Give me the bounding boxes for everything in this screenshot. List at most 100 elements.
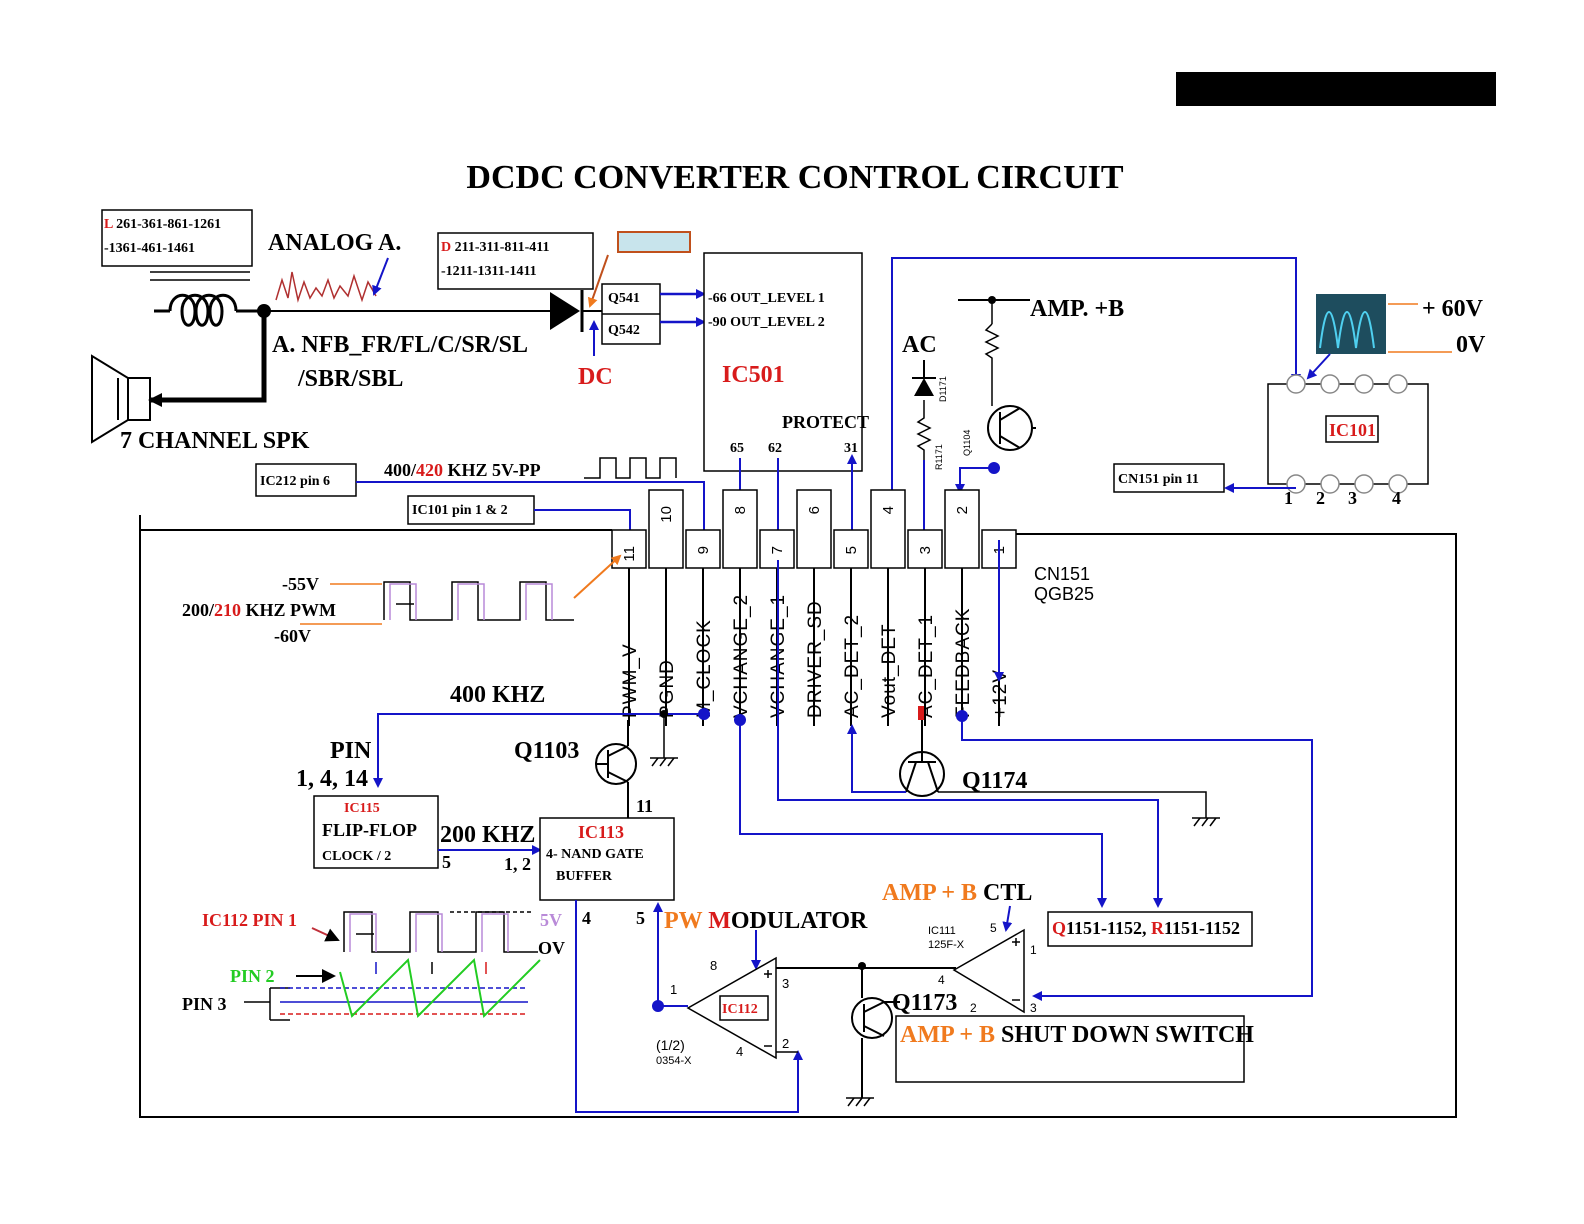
connector-pin-number: 7 <box>769 546 786 554</box>
svg-text:FLIP-FLOP: FLIP-FLOP <box>322 820 417 840</box>
pin2-label: PIN 2 <box>230 966 275 986</box>
connector-pin-2 <box>944 489 980 569</box>
connector-signal-label: VCHANGE_2 <box>731 594 752 718</box>
connector-pin-8 <box>722 489 758 569</box>
svg-text:Q541: Q541 <box>608 291 640 306</box>
q1103-label: Q1103 <box>514 738 579 764</box>
svg-text:62: 62 <box>768 441 782 456</box>
svg-text:PROTECT: PROTECT <box>782 412 869 432</box>
svg-text:L 261-361-861-1261: L 261-361-861-1261 <box>104 217 221 232</box>
ic111-comparator: IC111 125F-X 5 1 4 2 3 <box>928 921 1037 1015</box>
svg-text:31: 31 <box>844 441 858 456</box>
svg-text:0354-X: 0354-X <box>656 1055 692 1067</box>
analog-arrow <box>372 257 389 296</box>
connector-pin-number: 4 <box>880 506 897 514</box>
connector-pin-number: 9 <box>695 546 712 554</box>
ground-q1173 <box>846 1097 874 1107</box>
diode-symbol <box>550 290 610 332</box>
pin3-label: PIN 3 <box>182 994 227 1014</box>
nfb-label-1: A. NFB_FR/FL/C/SR/SL <box>272 332 528 358</box>
svg-text:3: 3 <box>782 976 789 991</box>
connector-pin-number: 3 <box>917 546 934 554</box>
svg-text:IC101: IC101 <box>1329 420 1376 440</box>
q1173-label: Q1173 <box>892 990 957 1016</box>
connector-pin-9 <box>685 529 721 569</box>
connector-pin-number: 2 <box>954 506 971 514</box>
ic113-pin5: 5 <box>636 908 645 928</box>
r1171-label: R1171 <box>934 444 944 470</box>
svg-text:4- NAND GATE: 4- NAND GATE <box>546 847 644 862</box>
pwm-waveform <box>383 581 574 621</box>
svg-text:1: 1 <box>670 982 677 997</box>
ic112-pin1-label: IC112 PIN 1 <box>202 910 297 930</box>
svg-text:65: 65 <box>730 441 744 456</box>
svg-text:IC111: IC111 <box>928 925 956 937</box>
svg-text:AMP + B SHUT DOWN SWITCH: AMP + B SHUT DOWN SWITCH <box>900 1022 1254 1048</box>
q1174-label: Q1174 <box>962 768 1027 794</box>
ic112-comparator: IC112 1 8 3 2 4 (1/2) 0354-X <box>656 956 789 1067</box>
svg-text:BUFFER: BUFFER <box>556 869 613 884</box>
zero-v-b-label: OV <box>538 938 565 958</box>
connector-signal-label: DRIVER_SD <box>805 600 826 718</box>
ic112-pin1-waveform <box>343 911 538 953</box>
connector-pin-number: 6 <box>806 506 823 514</box>
svg-text:125F-X: 125F-X <box>928 939 965 951</box>
q1103-transistor <box>595 720 637 818</box>
ic101-pin12-box: IC101 pin 1 & 2 <box>407 495 535 525</box>
svg-text:3: 3 <box>1348 488 1357 508</box>
ic113-pin11: 11 <box>636 796 653 816</box>
connector-signal-label: PGND <box>657 659 678 718</box>
nfb-label-2: /SBR/SBL <box>297 366 403 392</box>
connector-signal-label: Vout_DET <box>879 623 900 718</box>
svg-text:-1361-461-1461: -1361-461-1461 <box>104 241 195 256</box>
ic115-pin5: 5 <box>442 852 451 872</box>
svg-text:IC115: IC115 <box>344 801 380 816</box>
ic113-pin12: 1, 2 <box>504 854 531 874</box>
connector-signal-label: PWM_V <box>620 643 641 718</box>
pwm-comparator-waveform <box>244 957 541 1021</box>
d1171-diode: D1171 <box>912 360 948 402</box>
svg-text:-1211-1311-1411: -1211-1311-1411 <box>441 264 537 279</box>
ic501-block: -66 OUT_LEVEL 1 -90 OUT_LEVEL 2 IC501 PR… <box>703 252 869 472</box>
connector-signal-label: +12V <box>990 669 1011 718</box>
zerov-label: 0V <box>1456 332 1486 358</box>
svg-text:2: 2 <box>1316 488 1325 508</box>
five-v-label: 5V <box>540 910 562 930</box>
pwm-high-label: -55V <box>282 574 319 594</box>
connector-pin-number: 10 <box>658 506 675 523</box>
q1174-transistor <box>899 718 945 797</box>
svg-text:CLOCK / 2: CLOCK / 2 <box>322 849 391 864</box>
svg-text:4: 4 <box>736 1044 743 1059</box>
svg-text:4: 4 <box>1392 488 1401 508</box>
analog-label: ANALOG A. <box>268 230 401 256</box>
svg-text:D 211-311-811-411: D 211-311-811-411 <box>441 240 550 255</box>
q1151-box: Q1151-1152, R1151-1152 <box>1047 911 1253 947</box>
svg-text:-66 OUT_LEVEL 1: -66 OUT_LEVEL 1 <box>708 291 825 306</box>
connector-signal-label: AC_DET_1 <box>916 614 937 718</box>
connector-signal-label: M_CLOCK <box>694 619 715 718</box>
diode-callout: D 211-311-811-411 -1211-1311-1411 <box>437 232 594 290</box>
amp-b-label: AMP. +B <box>1030 296 1124 322</box>
svg-text:IC113: IC113 <box>578 822 624 842</box>
pin-label: PIN <box>330 738 372 764</box>
connector-pin-3 <box>907 529 943 569</box>
analog-waveform <box>275 271 377 303</box>
connector-pin-7 <box>759 529 795 569</box>
ic113-pin4: 4 <box>582 908 591 928</box>
connector-pin-number: 11 <box>621 546 638 562</box>
cn151-name: CN151 <box>1034 564 1090 584</box>
scope-thumbnail <box>1316 294 1386 354</box>
ic212-pin6-box: IC212 pin 6 <box>255 463 357 497</box>
pin-list: 1, 4, 14 <box>296 766 368 792</box>
svg-text:IC501: IC501 <box>722 362 785 388</box>
svg-text:1: 1 <box>1030 943 1037 957</box>
ic101-block: IC101 1 2 3 4 <box>1267 374 1429 508</box>
connector-pin-4 <box>870 489 906 569</box>
dc-label: DC <box>578 364 613 390</box>
inductor-symbol <box>154 293 264 327</box>
ground-q1103 <box>650 714 678 767</box>
svg-text:IC212 pin 6: IC212 pin 6 <box>260 474 330 489</box>
pwm-low-label: -60V <box>274 626 311 646</box>
ac-label: AC <box>902 332 937 358</box>
